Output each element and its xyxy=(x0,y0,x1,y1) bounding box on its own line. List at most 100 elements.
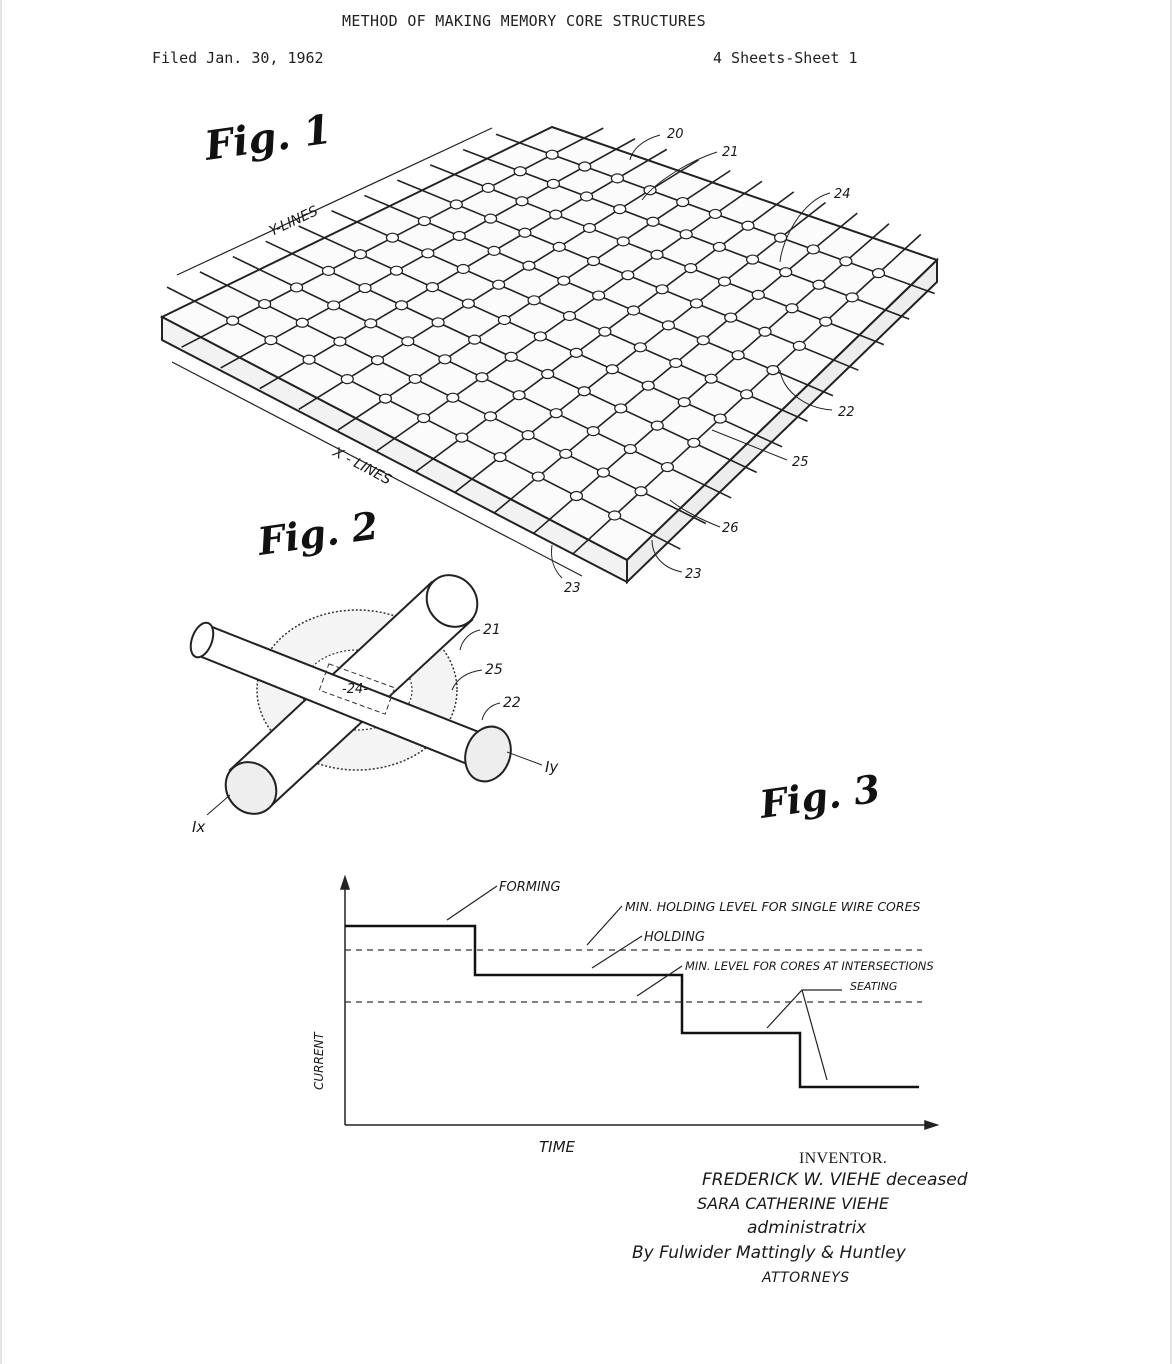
memory-core xyxy=(425,282,440,293)
memory-core xyxy=(839,256,853,267)
memory-core xyxy=(731,350,745,361)
memory-core xyxy=(623,443,637,455)
memory-core xyxy=(522,260,536,271)
memory-core xyxy=(531,471,545,482)
ref-24: 24 xyxy=(834,187,851,202)
memory-core xyxy=(633,342,647,353)
memory-core xyxy=(226,315,240,326)
ref-24-core: -24- xyxy=(342,682,368,697)
memory-core xyxy=(713,413,727,424)
memory-core xyxy=(468,334,482,345)
fig2-ref-25: 25 xyxy=(485,662,503,678)
memory-core xyxy=(401,336,415,347)
memory-core xyxy=(712,241,726,253)
memory-core xyxy=(655,284,669,295)
memory-core xyxy=(421,248,435,259)
memory-core xyxy=(408,373,422,385)
memory-core xyxy=(569,347,583,358)
memory-core xyxy=(621,270,635,281)
leader-lines xyxy=(551,134,833,579)
fig2-leaders xyxy=(206,629,543,816)
memory-core xyxy=(660,461,675,473)
memory-core xyxy=(669,357,683,369)
memory-core xyxy=(751,289,765,300)
figure-2-label: Fig. 2 xyxy=(254,503,381,565)
memory-core xyxy=(592,290,606,301)
memory-core xyxy=(385,232,400,243)
memory-core xyxy=(806,244,820,255)
y-wire xyxy=(189,621,512,783)
memory-core xyxy=(481,182,495,193)
current-curve xyxy=(345,924,919,1089)
memory-core xyxy=(378,393,393,404)
memory-core xyxy=(549,408,563,419)
memory-core xyxy=(533,331,547,342)
ref-25: 25 xyxy=(792,455,809,470)
memory-core xyxy=(446,392,460,403)
attorney-signature: By Fulwider Mattingly & Huntley xyxy=(632,1243,906,1263)
memory-core xyxy=(661,320,675,331)
memory-core xyxy=(608,510,622,521)
ref-23-left: 23 xyxy=(564,581,581,596)
fig3-leaders xyxy=(446,885,842,1081)
memory-core xyxy=(684,263,698,274)
memory-core xyxy=(493,451,507,463)
memory-core xyxy=(483,411,498,422)
memory-core xyxy=(333,336,347,347)
memory-core xyxy=(552,241,566,252)
memory-core xyxy=(461,298,475,309)
figure-1-core-grid: Fig. 1 Y-LINES X - LINES 20 21 24 22 xyxy=(159,106,939,596)
memory-core xyxy=(819,316,833,327)
memory-core xyxy=(512,390,526,401)
memory-core xyxy=(521,430,535,441)
memory-core xyxy=(364,318,378,329)
memory-core xyxy=(745,254,760,265)
memory-core xyxy=(302,354,316,365)
memory-core xyxy=(724,312,738,323)
memory-core xyxy=(562,310,577,322)
memory-core xyxy=(417,412,431,424)
y-axis-label: CURRENT xyxy=(312,1031,326,1090)
memory-core xyxy=(845,292,859,303)
memory-core xyxy=(557,275,571,286)
memory-core xyxy=(264,335,278,346)
administratrix-title: administratrix xyxy=(747,1218,867,1238)
y-lines-label: Y-LINES xyxy=(267,203,321,239)
memory-core xyxy=(549,209,563,220)
figure-3-label: Fig. 3 xyxy=(756,766,883,828)
ref-26: 26 xyxy=(722,521,739,536)
memory-core xyxy=(758,326,772,337)
memory-core xyxy=(545,149,559,160)
memory-core xyxy=(704,373,718,384)
memory-core xyxy=(614,403,628,414)
memory-core xyxy=(792,340,806,351)
memory-core xyxy=(689,298,704,309)
holding-label: HOLDING xyxy=(644,930,705,945)
memory-core xyxy=(577,386,591,397)
memory-core xyxy=(779,267,793,278)
memory-core xyxy=(741,220,755,231)
memory-core xyxy=(596,467,610,478)
memory-core xyxy=(559,448,573,459)
memory-core xyxy=(679,229,693,240)
memory-core xyxy=(484,213,498,224)
memory-core xyxy=(438,354,452,365)
core-junction-box xyxy=(318,663,396,715)
iy-label: Iy xyxy=(545,758,559,776)
memory-core xyxy=(582,222,597,234)
memory-core xyxy=(497,314,511,326)
memory-core xyxy=(871,268,886,279)
memory-core xyxy=(321,265,336,276)
min-level-label: MIN. LEVEL FOR CORES AT INTERSECTIONS xyxy=(685,959,934,973)
memory-core xyxy=(650,420,664,431)
memory-core xyxy=(739,389,754,400)
ix-label: Ix xyxy=(192,818,205,836)
memory-core xyxy=(449,199,463,210)
memory-core xyxy=(455,432,469,443)
memory-core xyxy=(504,351,518,362)
memory-core xyxy=(717,276,732,287)
memory-core xyxy=(610,173,625,184)
memory-core xyxy=(513,166,527,177)
memory-core xyxy=(613,204,627,215)
